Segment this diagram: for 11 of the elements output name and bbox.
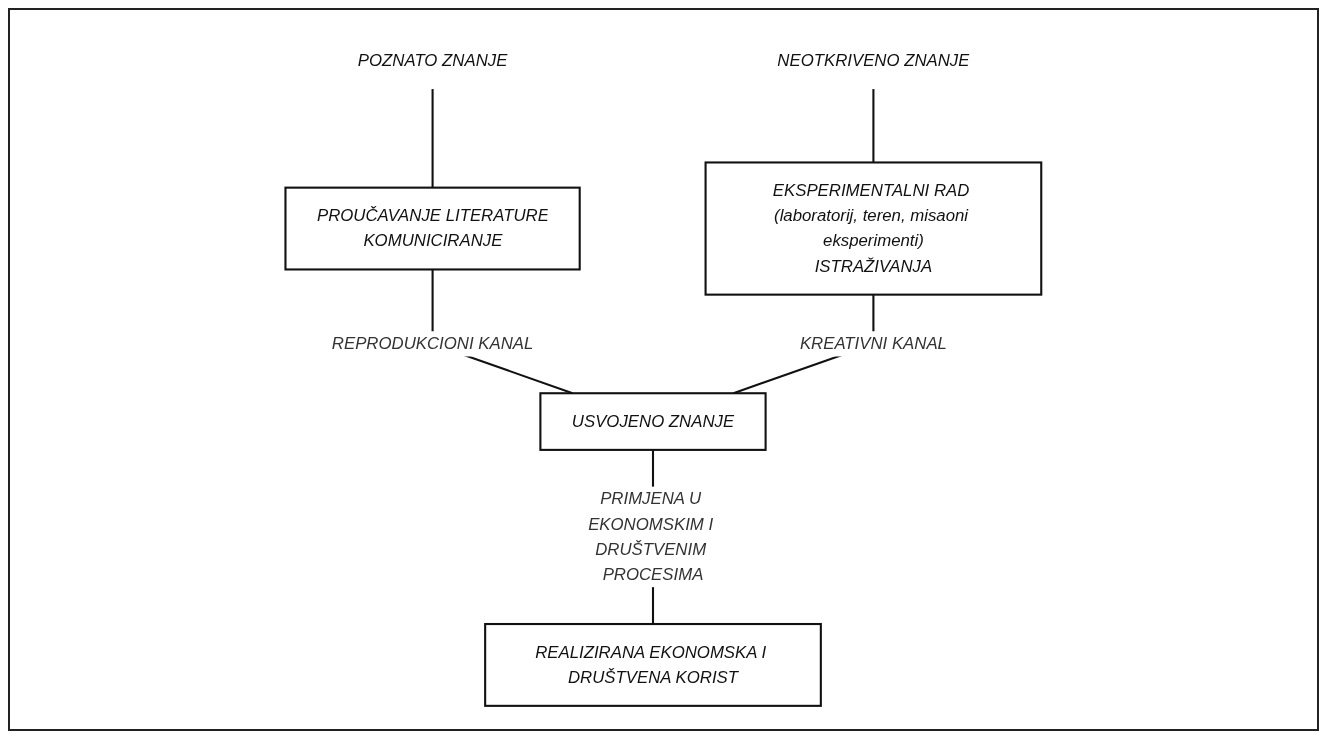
edge-label: REPRODUKCIONI KANAL: [332, 334, 534, 353]
connector: [431, 89, 434, 188]
connector: [872, 89, 875, 163]
node-box: EKSPERIMENTALNI RAD (laboratorij, teren, misaoni eksperimenti) ISTRAŽIVANJA: [704, 161, 1043, 297]
node-box: USVOJENO ZNANJE: [539, 392, 767, 452]
node-box: PROUČAVANJE LITERATURE KOMUNICIRANJE: [284, 186, 581, 271]
node-text: NEOTKRIVENO ZNANJE: [777, 51, 970, 70]
edge-label: KREATIVNI KANAL: [800, 334, 948, 353]
node-text: POZNATO ZNANJE: [357, 51, 508, 70]
node-box: REALIZIRANA EKONOMSKA I DRUŠTVENA KORIST: [484, 623, 823, 708]
edge-label: PRIMJENA U EKONOMSKIM I DRUŠTVENIM PROCESIMA: [588, 490, 714, 584]
